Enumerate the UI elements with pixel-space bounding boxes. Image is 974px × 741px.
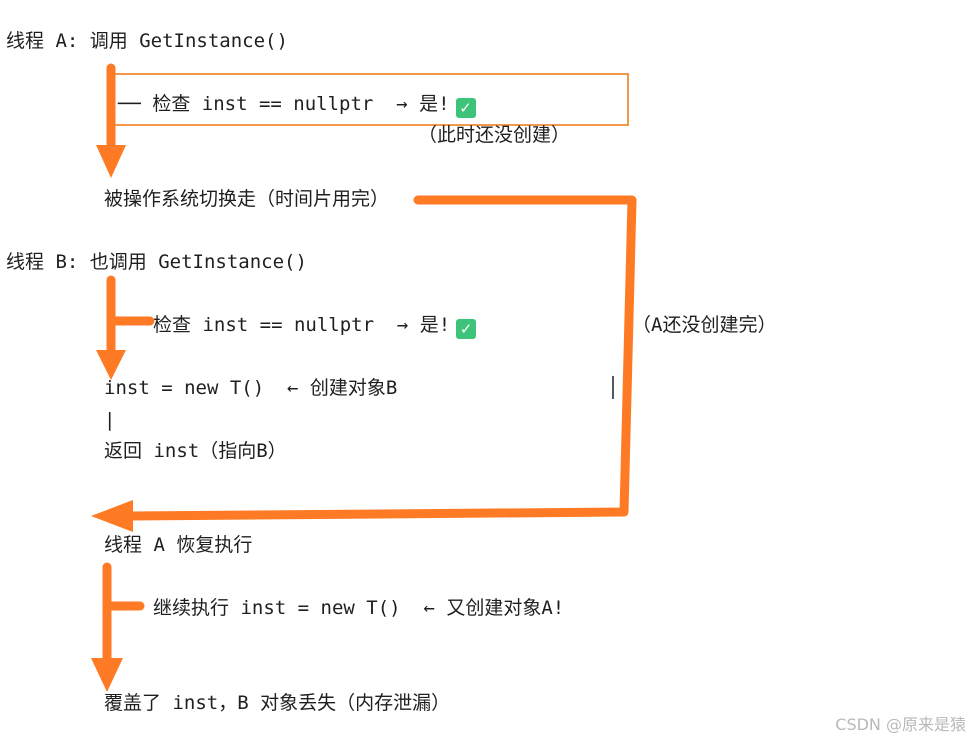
thread-b-check-text: 检查 inst == nullptr → 是! (153, 314, 451, 336)
thread-a-header: 线程 A: 调用 GetInstance() (6, 30, 288, 52)
arrowhead-a (96, 145, 126, 178)
arrow-switch-back (125, 195, 637, 521)
thread-b-pipe: | (104, 409, 116, 431)
thread-b-header: 线程 B: 也调用 GetInstance() (6, 251, 307, 273)
arrowhead-b (96, 350, 126, 380)
thread-a-continue-line: 继续执行 inst = new T() ← 又创建对象A! (153, 597, 565, 619)
thread-b-return-line: 返回 inst（指向B） (104, 440, 287, 462)
thread-a-check-note: （此时还没创建） (418, 124, 571, 146)
check-mark-icon: ✓ (455, 98, 476, 118)
thread-a-check-text: ── 检查 inst == nullptr → 是! (118, 93, 450, 115)
thread-a-resume-header: 线程 A 恢复执行 (104, 534, 253, 556)
watermark: CSDN @原来是猿 (835, 715, 966, 734)
arrowhead-resume (91, 658, 123, 692)
thread-b-new-line: inst = new T() ← 创建对象B (104, 377, 398, 399)
thread-a-switch-line: 被操作系统切换走（时间片用完） (104, 188, 390, 210)
thread-a-result-line: 覆盖了 inst，B 对象丢失（内存泄漏） (104, 692, 451, 714)
thread-a-check: ── 检查 inst == nullptr → 是!✓ (118, 92, 476, 118)
check-mark-icon: ✓ (456, 319, 477, 339)
thread-b-check: 检查 inst == nullptr → 是!✓ (153, 313, 477, 339)
arrowhead-back (91, 500, 133, 532)
thread-b-side-note: （A还没创建完） (632, 314, 777, 336)
